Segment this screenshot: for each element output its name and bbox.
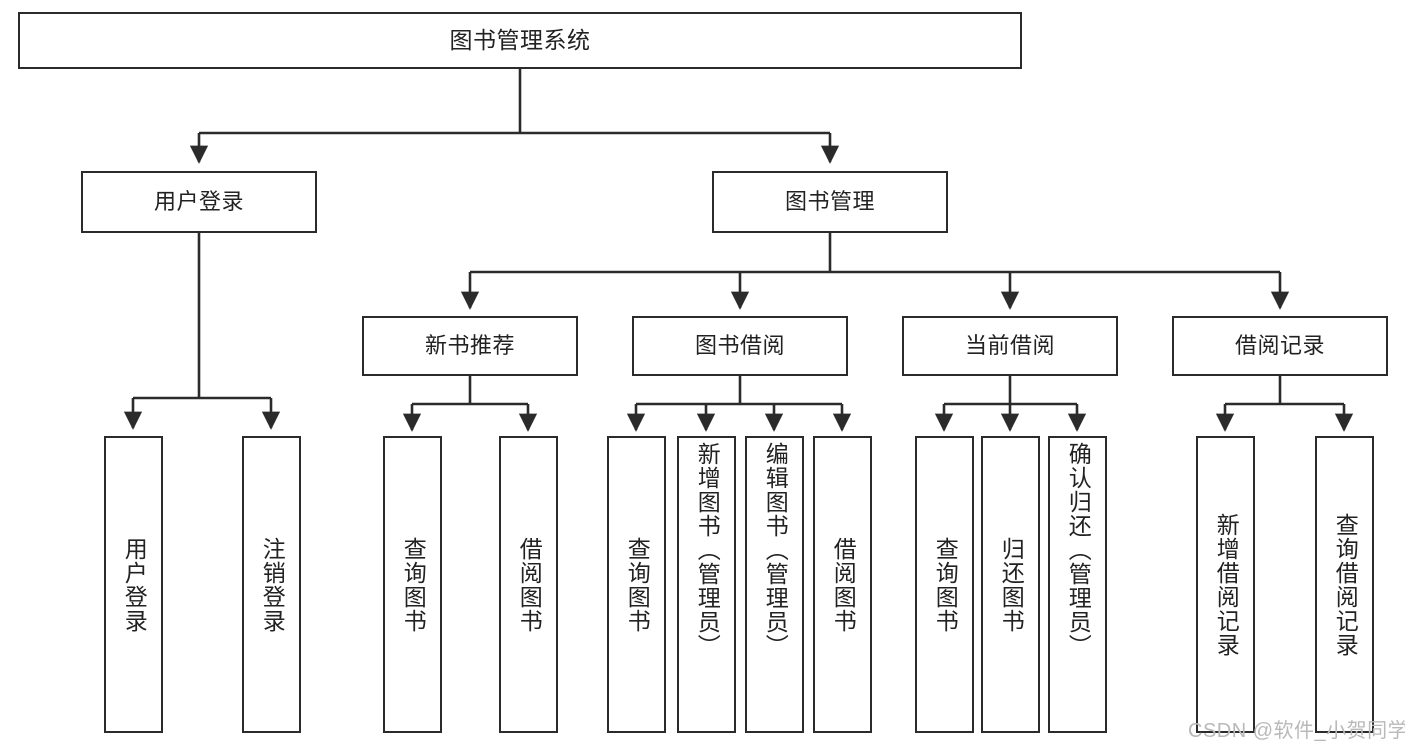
node-label: 新增借阅记录: [1213, 512, 1240, 657]
node-book-borrow[interactable]: 图书借阅: [632, 316, 848, 376]
node-label: 确认归还（管理员）: [1065, 442, 1092, 658]
node-label: 查询图书: [932, 536, 959, 633]
node-label: 新增图书（管理员）: [694, 442, 721, 658]
leaf-borrow-book-recommend[interactable]: 借阅图书: [499, 436, 558, 733]
node-label: 图书借阅: [694, 333, 785, 359]
node-book-management[interactable]: 图书管理: [712, 171, 948, 233]
leaf-query-book-recommend[interactable]: 查询图书: [383, 436, 442, 733]
node-label: 借阅图书: [830, 536, 857, 633]
leaf-query-borrow-record[interactable]: 查询借阅记录: [1315, 436, 1374, 733]
node-label: 借阅记录: [1234, 333, 1325, 359]
leaf-borrow-book[interactable]: 借阅图书: [813, 436, 872, 733]
node-current-borrow[interactable]: 当前借阅: [902, 316, 1118, 376]
node-label: 用户登录: [153, 189, 244, 215]
node-label: 图书管理系统: [449, 27, 591, 54]
leaf-query-book-current[interactable]: 查询图书: [915, 436, 974, 733]
watermark-csdn: CSDN @软件_小贺同学: [1188, 720, 1405, 742]
node-borrow-record[interactable]: 借阅记录: [1172, 316, 1388, 376]
leaf-query-book-borrow[interactable]: 查询图书: [607, 436, 666, 733]
node-label: 归还图书: [998, 536, 1025, 633]
node-label: 编辑图书（管理员）: [762, 442, 789, 658]
node-root-system[interactable]: 图书管理系统: [18, 12, 1022, 69]
leaf-add-book-admin[interactable]: 新增图书（管理员）: [677, 436, 736, 733]
node-label: 当前借阅: [964, 333, 1055, 359]
node-label: 用户登录: [121, 536, 148, 633]
node-label: 借阅图书: [516, 536, 543, 633]
node-user-login[interactable]: 用户登录: [81, 171, 317, 233]
leaf-return-book[interactable]: 归还图书: [981, 436, 1040, 733]
leaf-user-logout[interactable]: 注销登录: [242, 436, 301, 733]
leaf-user-login[interactable]: 用户登录: [104, 436, 163, 733]
node-label: 查询图书: [624, 536, 651, 633]
node-label: 注销登录: [259, 536, 286, 633]
leaf-add-borrow-record[interactable]: 新增借阅记录: [1196, 436, 1255, 733]
leaf-confirm-return-admin[interactable]: 确认归还（管理员）: [1048, 436, 1107, 733]
node-label: 新书推荐: [424, 333, 515, 359]
node-label: 查询图书: [400, 536, 427, 633]
leaf-edit-book-admin[interactable]: 编辑图书（管理员）: [745, 436, 804, 733]
node-label: 图书管理: [784, 189, 875, 215]
node-new-book-recommend[interactable]: 新书推荐: [362, 316, 578, 376]
node-label: 查询借阅记录: [1332, 512, 1359, 657]
